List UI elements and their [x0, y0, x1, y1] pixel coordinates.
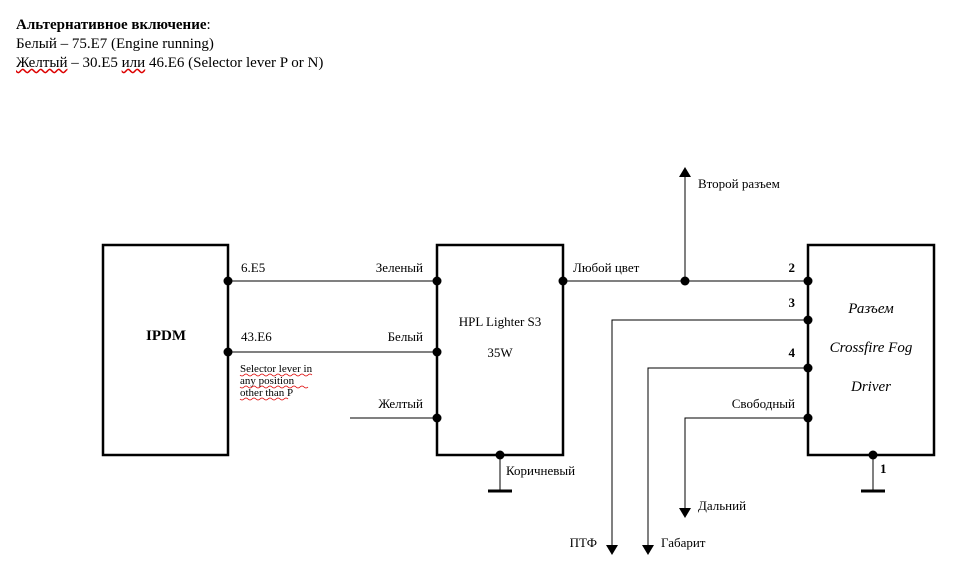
- terminal-dot: [432, 413, 442, 423]
- header-title: Альтернативное включение:: [16, 16, 323, 35]
- header-line-2-word1: Желтый: [16, 55, 68, 71]
- terminal-dot: [495, 450, 505, 460]
- output-ptf-label: ПТФ: [570, 535, 597, 550]
- junction-dot: [680, 276, 690, 286]
- wire-dalniy: [679, 417, 808, 518]
- wire-gabarit: [642, 367, 808, 555]
- wire-yellow-label: Желтый: [378, 396, 423, 411]
- output-wire-label: Любой цвет: [573, 260, 640, 275]
- connector-title-1: Разъем: [847, 301, 894, 317]
- wire-ptf: [606, 319, 808, 555]
- connector-pin-4: 4: [789, 345, 796, 360]
- terminal-dot: [803, 363, 813, 373]
- header-line-2-rest: 46.E6 (Selector lever P or N): [145, 55, 324, 71]
- ipdm-pin-1: 6.E5: [241, 260, 265, 275]
- connector-pin-1: 1: [880, 461, 887, 476]
- ipdm-label: IPDM: [146, 328, 186, 344]
- lighter-ground-label: Коричневый: [506, 463, 575, 478]
- header-line-2: Желтый – 30.E5 или 46.E6 (Selector lever…: [16, 54, 323, 73]
- wire-white-label: Белый: [388, 329, 423, 344]
- terminal-dot: [803, 315, 813, 325]
- header-line-2-word2: или: [121, 55, 146, 71]
- terminal-dot: [223, 347, 233, 357]
- ipdm-box: [101, 243, 230, 457]
- lighter-name: HPL Lighter S3: [459, 314, 542, 329]
- connector-pin-3: 3: [789, 295, 796, 310]
- lighter-ground: [488, 455, 512, 493]
- connector-ground: [861, 455, 885, 493]
- terminal-dot: [558, 276, 568, 286]
- lighter-power: 35W: [487, 345, 513, 360]
- terminal-dot: [432, 276, 442, 286]
- terminal-dot: [432, 347, 442, 357]
- terminal-dot: [223, 276, 233, 286]
- output-dalniy-label: Дальний: [698, 498, 746, 513]
- connector-free-pin-label: Свободный: [732, 396, 795, 411]
- ipdm-note-3: other than P: [240, 387, 293, 399]
- terminal-dot: [803, 413, 813, 423]
- header-title-colon: :: [206, 17, 211, 33]
- connector-title-2: Crossfire Fog: [830, 340, 913, 356]
- header-title-text: Альтернативное включение: [16, 17, 207, 33]
- ipdm-note-1: Selector lever in: [240, 363, 313, 375]
- output-gabarit-label: Габарит: [661, 535, 706, 550]
- header-note: Альтернативное включение: Белый – 75.E7 …: [16, 16, 323, 73]
- spellcheck-marks: [239, 373, 313, 401]
- branch-up-label: Второй разъем: [698, 176, 780, 191]
- terminal-dot: [803, 276, 813, 286]
- ipdm-note-2: any position: [240, 375, 295, 387]
- connector-title-3: Driver: [850, 379, 891, 395]
- connector-pin-2: 2: [789, 260, 796, 275]
- header-line-1: Белый – 75.E7 (Engine running): [16, 36, 214, 52]
- ipdm-pin-2: 43.E6: [241, 329, 272, 344]
- wire-green-label: Зеленый: [376, 260, 423, 275]
- header-line-2-mid: – 30.E5: [67, 55, 122, 71]
- terminal-dot: [868, 450, 878, 460]
